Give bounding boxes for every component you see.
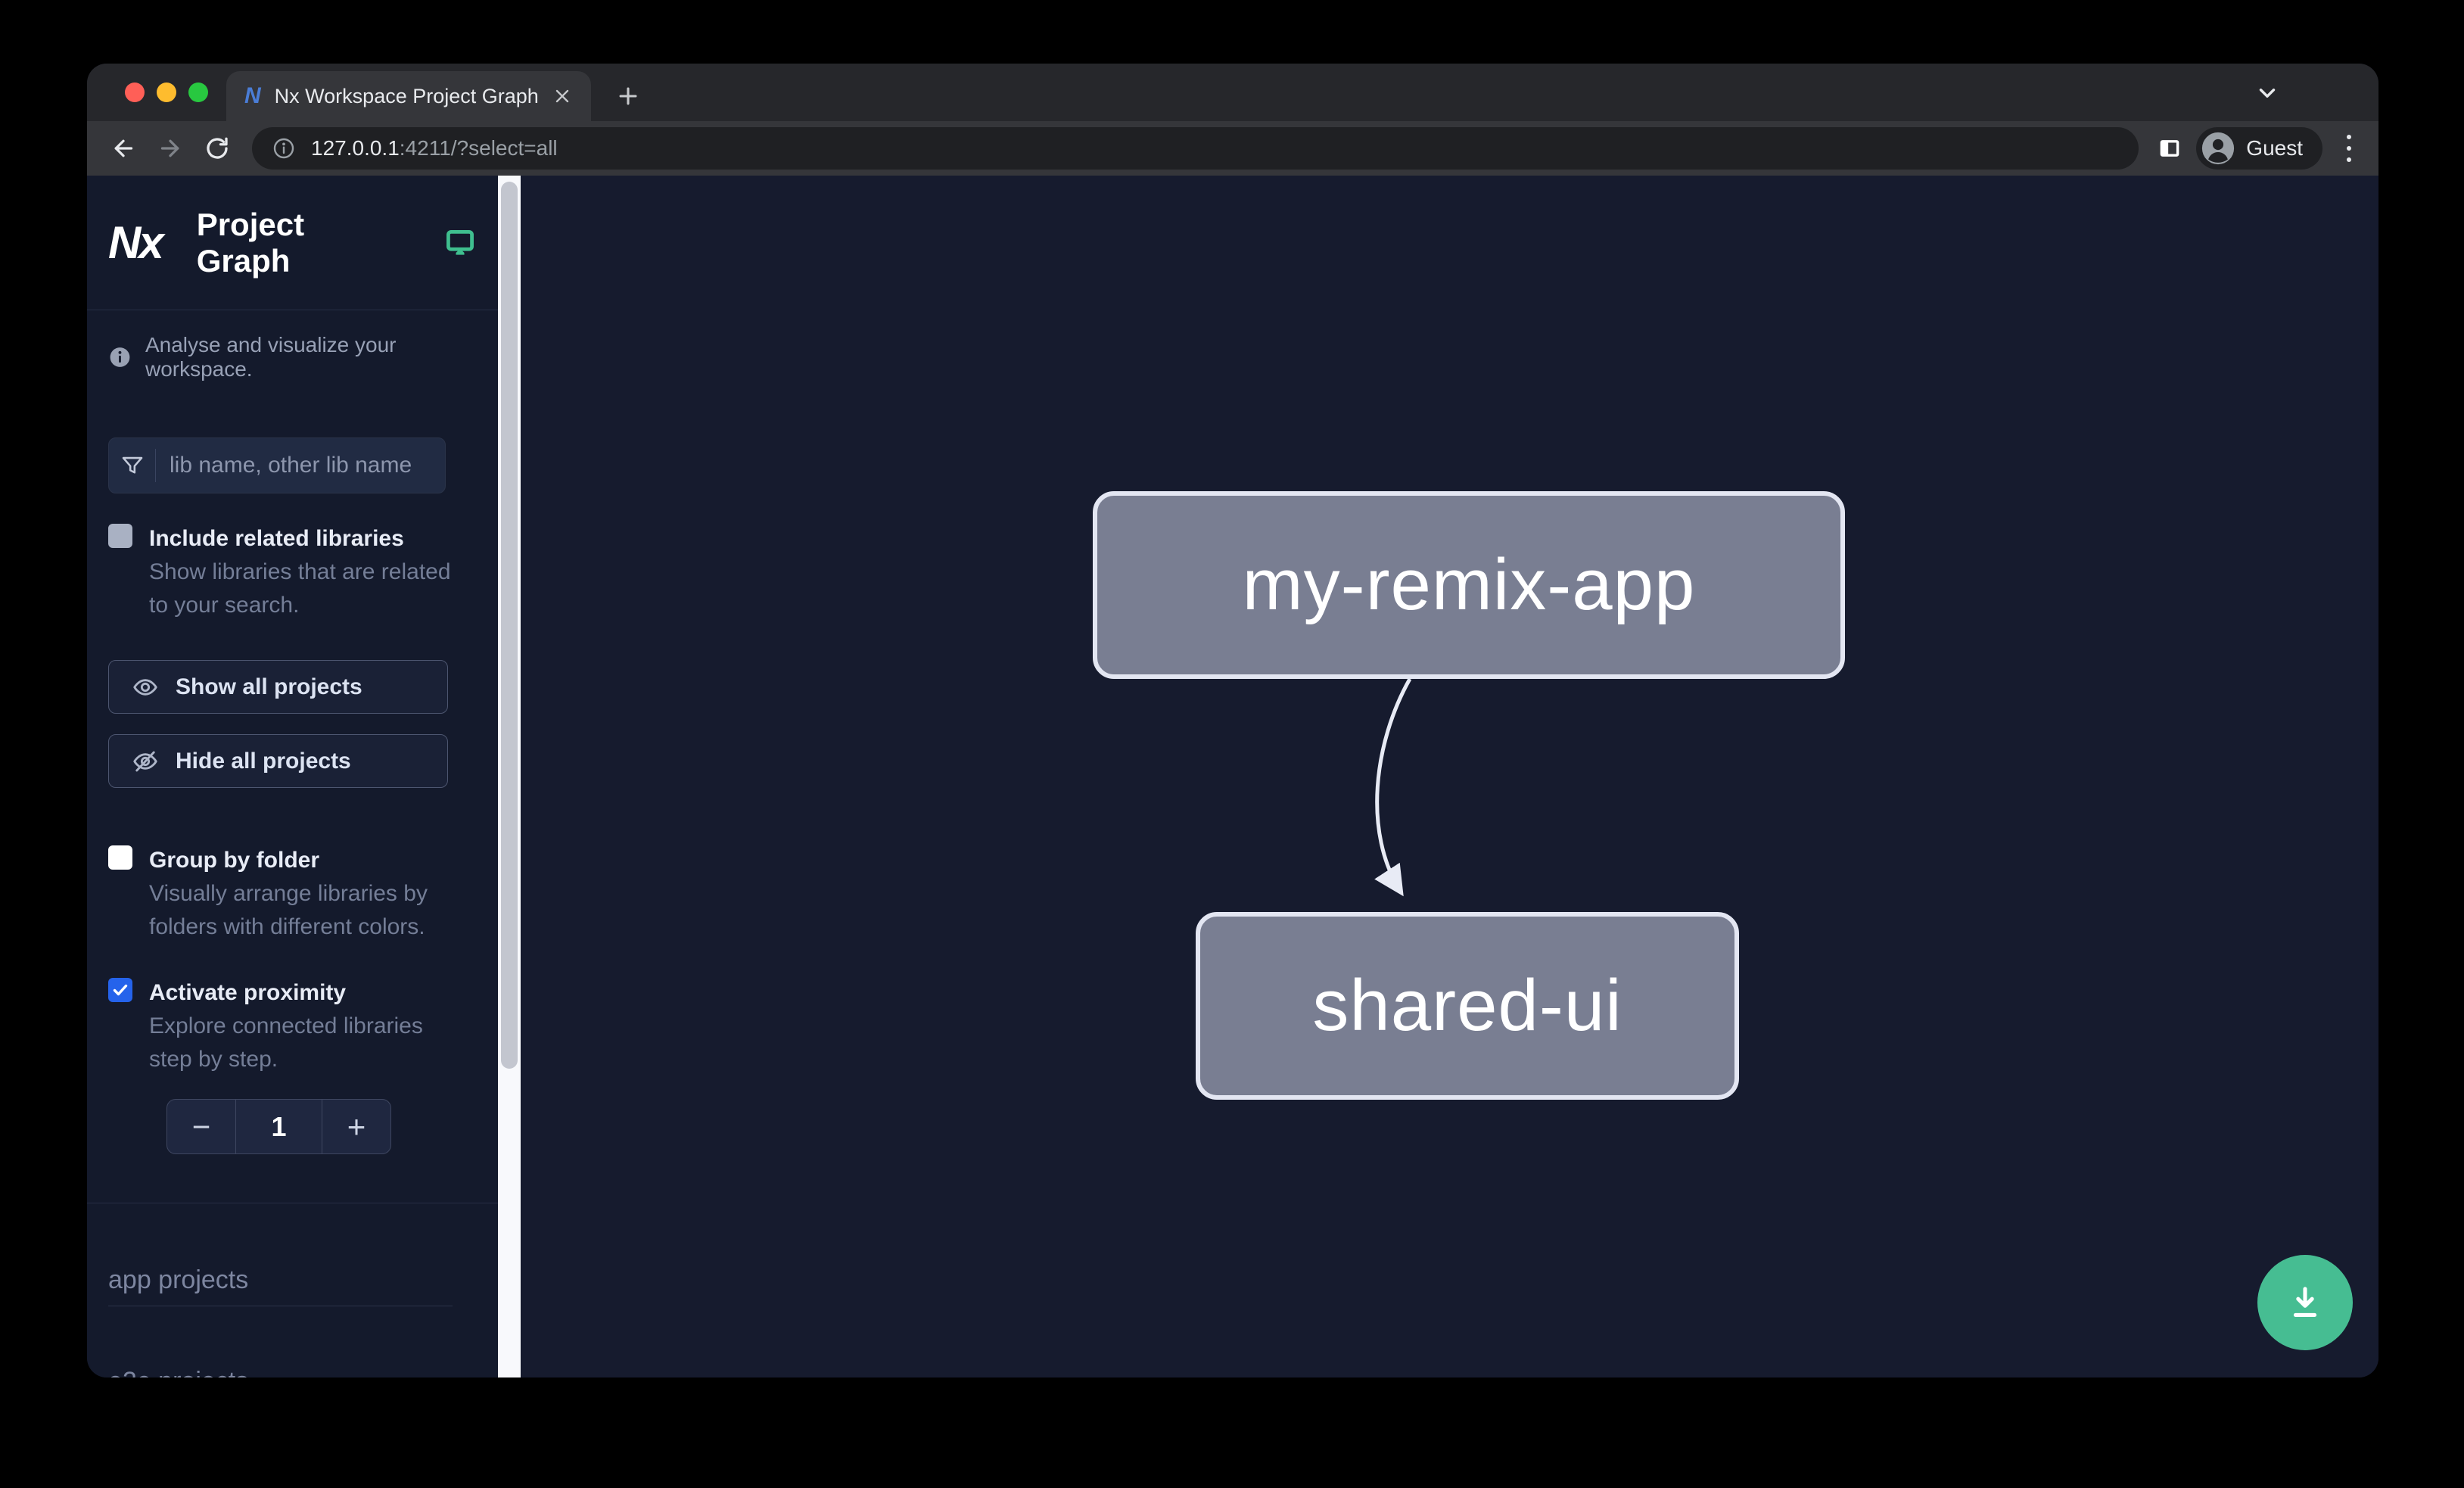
nx-logo: Nx (108, 217, 164, 268)
button-label: Hide all projects (176, 748, 351, 774)
monitor-icon (443, 226, 477, 260)
url-host: 127.0.0.1 (311, 136, 400, 160)
profile-chip[interactable]: Guest (2196, 127, 2322, 170)
scrollbar-thumb[interactable] (501, 182, 518, 1069)
tab-title: Nx Workspace Project Graph (274, 84, 538, 107)
check-icon (113, 984, 128, 996)
site-info-icon[interactable] (272, 136, 296, 160)
checkbox-description: Explore connected libraries step by step… (149, 1013, 423, 1072)
activate-proximity-row: Activate proximity Explore connected lib… (87, 976, 498, 1076)
show-all-projects-button[interactable]: Show all projects (108, 660, 448, 714)
node-shared-ui[interactable]: shared-ui (1196, 912, 1739, 1100)
stepper-value: 1 (235, 1100, 322, 1153)
checkbox-label: Activate proximity (149, 980, 347, 1005)
decrement-button[interactable]: − (191, 1108, 211, 1144)
browser-tab[interactable]: N Nx Workspace Project Graph (226, 71, 591, 121)
graph-canvas[interactable]: my-remix-app shared-ui (521, 176, 2378, 1377)
proximity-stepper: − 1 + (166, 1099, 391, 1154)
node-my-remix-app[interactable]: my-remix-app (1093, 491, 1845, 679)
nx-favicon-icon: N (244, 83, 261, 108)
info-icon (110, 347, 130, 367)
group-by-folder-checkbox[interactable] (108, 845, 132, 870)
eye-off-icon (133, 751, 157, 771)
page-title: Project Graph (196, 206, 305, 279)
funnel-icon (109, 449, 156, 482)
zoom-window-button[interactable] (188, 82, 208, 102)
close-window-button[interactable] (125, 82, 145, 102)
edge-my-remix-app-to-shared-ui (1374, 677, 1412, 897)
activate-proximity-checkbox[interactable] (108, 978, 132, 1002)
browser-window: N Nx Workspace Project Graph (87, 64, 2378, 1377)
traffic-lights (125, 82, 208, 102)
tagline-text: Analyse and visualize your workspace. (145, 333, 397, 381)
back-icon[interactable] (104, 129, 143, 168)
profile-name: Guest (2246, 136, 2303, 160)
sidebar-scrollbar (498, 176, 521, 1377)
download-graph-button[interactable] (2257, 1255, 2353, 1350)
button-label: Show all projects (176, 674, 362, 699)
new-tab-icon[interactable] (615, 83, 641, 109)
checkbox-label: Include related libraries (149, 526, 404, 551)
include-related-row: Include related libraries Show libraries… (87, 522, 498, 622)
forward-icon[interactable] (151, 129, 190, 168)
search-box (108, 437, 446, 493)
sidebar-header: Nx Project Graph (87, 176, 498, 310)
side-panel-icon[interactable] (2157, 135, 2182, 161)
close-tab-icon[interactable] (552, 86, 573, 107)
hide-all-projects-button[interactable]: Hide all projects (108, 734, 448, 788)
tab-strip: N Nx Workspace Project Graph (87, 64, 2378, 121)
avatar (2202, 132, 2235, 165)
url-text: 127.0.0.1:4211/?select=all (311, 136, 558, 160)
tagline-row: Analyse and visualize your workspace. (87, 310, 498, 381)
increment-button[interactable]: + (347, 1108, 366, 1144)
group-by-folder-row: Group by folder Visually arrange librari… (87, 844, 498, 944)
url-bar[interactable]: 127.0.0.1:4211/?select=all (252, 127, 2139, 170)
browser-toolbar: 127.0.0.1:4211/?select=all Guest (87, 121, 2378, 176)
minimize-window-button[interactable] (157, 82, 176, 102)
checkbox-description: Show libraries that are related to your … (149, 559, 451, 618)
sidebar: Nx Project Graph Analyse and visualize y… (87, 176, 498, 1377)
reload-icon[interactable] (198, 129, 237, 168)
download-icon (2293, 1287, 2317, 1317)
section-e2e-projects: e2e projects (108, 1367, 453, 1377)
search-input[interactable] (156, 453, 445, 478)
url-path: :4211/?select=all (399, 136, 558, 160)
browser-menu-icon[interactable] (2336, 135, 2362, 162)
section-app-projects: app projects (108, 1265, 453, 1306)
eye-icon (133, 678, 157, 696)
include-related-checkbox[interactable] (108, 524, 132, 548)
checkbox-label: Group by folder (149, 848, 319, 873)
checkbox-description: Visually arrange libraries by folders wi… (149, 881, 428, 939)
chevron-down-icon[interactable] (2254, 80, 2280, 106)
